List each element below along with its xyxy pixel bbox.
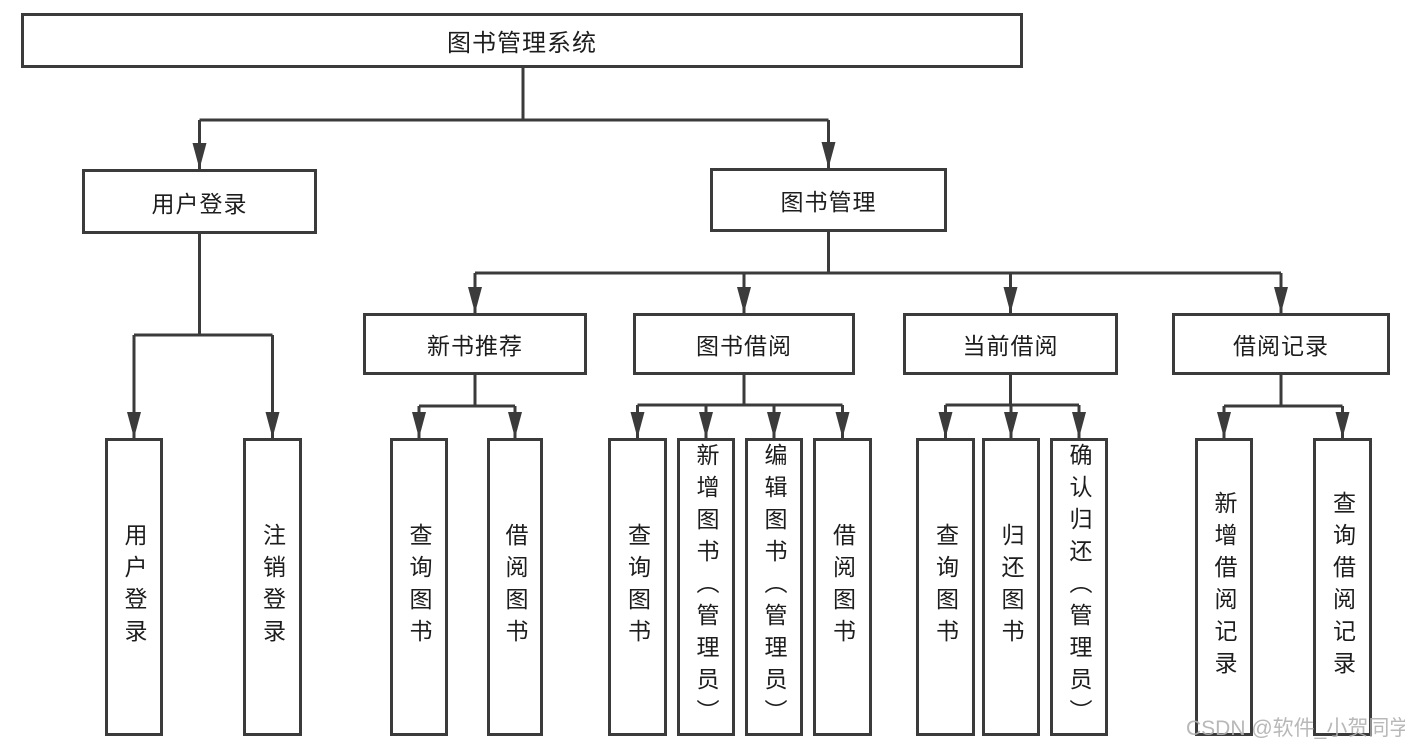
node-book-borrow: 图书借阅 [633,313,855,375]
node-leaf-return-book: 归还图书 [982,438,1040,736]
node-user-login: 用户登录 [82,169,317,234]
node-leaf-query-books-recommend: 查询图书 [390,438,448,736]
edge-book-management-children [468,232,1288,313]
node-leaf-query-books-current: 查询图书 [916,438,975,736]
node-leaf-add-book-admin: 新增图书（管理员） [677,438,735,736]
edge-root-to-level2 [192,68,836,169]
node-leaf-edit-book-admin: 编辑图书（管理员） [745,438,803,736]
node-leaf-add-borrow-record: 新增借阅记录 [1195,438,1253,736]
node-leaf-borrow-books: 借阅图书 [813,438,872,736]
edge-current-borrow-children [938,375,1086,438]
node-current-borrow: 当前借阅 [903,313,1118,375]
edge-borrow-records-children [1217,375,1350,438]
edge-book-borrow-children [630,375,850,438]
node-new-book-recommend: 新书推荐 [363,313,587,375]
edge-new-book-recommend-children [412,375,522,438]
node-borrow-records: 借阅记录 [1172,313,1390,375]
node-book-management: 图书管理 [710,168,947,232]
node-leaf-user-login: 用户登录 [105,438,163,736]
csdn-watermark: CSDN @软件_小贺同学 [1186,717,1405,740]
node-leaf-borrow-books-recommend: 借阅图书 [487,438,543,736]
node-leaf-logout: 注销登录 [243,438,302,736]
node-library-management-system: 图书管理系统 [21,13,1023,68]
node-leaf-query-borrow-record: 查询借阅记录 [1313,438,1372,736]
edge-user-login-children [127,234,280,438]
node-leaf-query-books-borrow: 查询图书 [608,438,667,736]
node-leaf-confirm-return-admin: 确认归还（管理员） [1050,438,1108,736]
